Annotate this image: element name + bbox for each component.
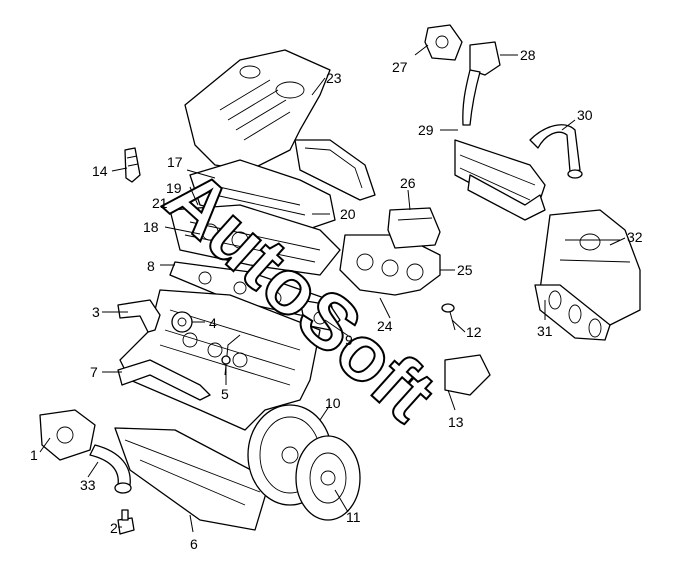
callout-4: 4 bbox=[209, 315, 217, 331]
callout-31: 31 bbox=[537, 323, 553, 339]
callout-20: 20 bbox=[340, 206, 356, 222]
callout-3: 3 bbox=[92, 304, 100, 320]
spark-plug bbox=[124, 147, 141, 183]
intake-gasket bbox=[534, 284, 611, 341]
callout-27: 27 bbox=[392, 59, 408, 75]
clutch-plate bbox=[295, 435, 361, 521]
oil-pump bbox=[39, 409, 96, 461]
engine-block bbox=[119, 289, 321, 431]
engine-cover bbox=[184, 49, 331, 171]
callout-1: 1 bbox=[30, 447, 38, 463]
egr-pipe-elbow bbox=[462, 41, 501, 126]
oil-pickup-pipe bbox=[89, 444, 132, 494]
egr-cooler bbox=[454, 139, 546, 221]
callout-labels: 1 2 3 4 5 6 7 8 9 10 11 12 13 14 17 18 1… bbox=[30, 47, 643, 552]
timing-tensioner bbox=[299, 299, 341, 331]
callout-2: 2 bbox=[110, 520, 118, 536]
callout-28: 28 bbox=[520, 47, 536, 63]
callout-21: 21 bbox=[152, 195, 168, 211]
callout-24: 24 bbox=[377, 318, 393, 334]
coolant-pipe bbox=[117, 299, 161, 333]
callout-33: 33 bbox=[80, 477, 96, 493]
cooler-coolant-pipe bbox=[529, 124, 583, 179]
callout-9: 9 bbox=[345, 332, 353, 348]
egr-valve bbox=[441, 303, 491, 396]
heat-shield bbox=[387, 207, 441, 249]
callout-29: 29 bbox=[418, 122, 434, 138]
egr-fitting-top bbox=[424, 24, 463, 61]
air-intake-duct bbox=[294, 139, 376, 201]
cylinder-head bbox=[169, 204, 341, 276]
callout-14: 14 bbox=[92, 163, 108, 179]
callout-19: 19 bbox=[166, 180, 182, 196]
callout-12: 12 bbox=[466, 324, 482, 340]
callout-6: 6 bbox=[190, 536, 198, 552]
oil-pan bbox=[114, 427, 271, 531]
callout-26: 26 bbox=[400, 175, 416, 191]
callout-leaders bbox=[39, 44, 626, 533]
callout-13: 13 bbox=[448, 414, 464, 430]
callout-7: 7 bbox=[90, 364, 98, 380]
callout-23: 23 bbox=[326, 70, 342, 86]
callout-18: 18 bbox=[143, 219, 159, 235]
callout-5: 5 bbox=[221, 386, 229, 402]
callout-32: 32 bbox=[627, 229, 643, 245]
thermostat-housing bbox=[171, 311, 193, 333]
callout-8: 8 bbox=[147, 258, 155, 274]
drain-plug bbox=[117, 509, 135, 535]
callout-30: 30 bbox=[577, 107, 593, 123]
callout-25: 25 bbox=[457, 262, 473, 278]
callout-10: 10 bbox=[325, 395, 341, 411]
callout-11: 11 bbox=[346, 509, 361, 525]
timing-pipe bbox=[117, 359, 211, 401]
callout-17: 17 bbox=[167, 154, 183, 170]
